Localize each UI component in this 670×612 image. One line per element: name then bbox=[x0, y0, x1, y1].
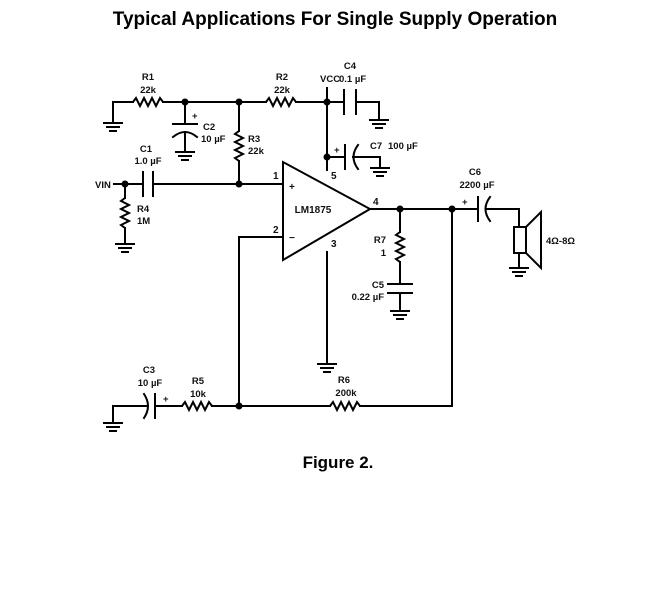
resistor-r3 bbox=[232, 130, 246, 162]
ground-symbol-c3 bbox=[103, 422, 123, 432]
speaker-impedance-label: 4Ω-8Ω bbox=[546, 236, 575, 247]
speaker-icon bbox=[509, 209, 542, 277]
vin-label: VIN bbox=[95, 180, 111, 191]
pin4-label: 4 bbox=[373, 197, 379, 208]
c3-plus: + bbox=[163, 394, 169, 405]
op-amp-lm1875 bbox=[282, 160, 373, 262]
r7-value: 1 bbox=[381, 248, 387, 259]
r7-label: R7 bbox=[374, 235, 386, 246]
node-bottom bbox=[235, 402, 243, 410]
c5-label: C5 bbox=[372, 280, 385, 291]
plus-input-label: + bbox=[289, 182, 295, 193]
wire-pin2 bbox=[238, 236, 284, 407]
r3-label: R3 bbox=[248, 134, 260, 145]
vcc-label: VCC bbox=[320, 74, 340, 85]
r2-label: R2 bbox=[276, 72, 288, 83]
capacitor-c2 bbox=[171, 101, 199, 161]
c3-value: 10 µF bbox=[138, 378, 163, 389]
pin5-label: 5 bbox=[331, 171, 337, 182]
pin2-label: 2 bbox=[273, 225, 279, 236]
c2-value: 10 µF bbox=[201, 134, 226, 145]
c2-label: C2 bbox=[203, 122, 215, 133]
c6-plus: + bbox=[462, 197, 468, 208]
c1-label: C1 bbox=[140, 144, 153, 155]
r4-value: 1M bbox=[137, 216, 150, 227]
resistor-r6 bbox=[329, 399, 361, 413]
c4-value: 0.1 µF bbox=[339, 74, 366, 85]
resistor-r7 bbox=[393, 231, 407, 263]
ground-symbol-r4 bbox=[115, 243, 135, 253]
resistor-r5 bbox=[181, 399, 213, 413]
r6-label: R6 bbox=[338, 375, 350, 386]
wire-c3-ground bbox=[112, 405, 148, 424]
c7-label: C7 bbox=[370, 141, 382, 152]
c6-label: C6 bbox=[469, 167, 481, 178]
c6-value: 2200 µF bbox=[459, 180, 494, 191]
resistor-r1 bbox=[132, 95, 164, 109]
wire-speaker bbox=[485, 208, 520, 228]
c7-plus: + bbox=[334, 145, 340, 156]
resistor-r2 bbox=[265, 95, 297, 109]
figure-caption: Figure 2. bbox=[302, 453, 374, 472]
r3-value: 22k bbox=[248, 146, 265, 157]
r1-label: R1 bbox=[142, 72, 155, 83]
node-vcc bbox=[323, 98, 331, 106]
r4-label: R4 bbox=[137, 204, 150, 215]
ground-symbol-pin3 bbox=[317, 363, 337, 373]
ground-symbol-r1 bbox=[103, 101, 123, 132]
c7-value: 100 µF bbox=[388, 141, 418, 152]
r6-value: 200k bbox=[335, 388, 357, 399]
minus-input-label: − bbox=[289, 233, 295, 244]
r5-label: R5 bbox=[192, 376, 205, 387]
c2-plus: + bbox=[192, 111, 198, 122]
r1-value: 22k bbox=[140, 85, 157, 96]
ic-label: LM1875 bbox=[295, 205, 332, 216]
resistor-r4 bbox=[118, 197, 132, 229]
pin1-label: 1 bbox=[273, 171, 279, 182]
node-c7 bbox=[323, 153, 331, 161]
wire-feedback bbox=[359, 208, 453, 407]
pin3-label: 3 bbox=[331, 239, 337, 250]
capacitor-c4 bbox=[343, 89, 389, 129]
c3-label: C3 bbox=[143, 365, 155, 376]
c5-value: 0.22 µF bbox=[352, 292, 385, 303]
capacitor-c5 bbox=[387, 283, 413, 320]
c1-value: 1.0 µF bbox=[134, 156, 161, 167]
r5-value: 10k bbox=[190, 389, 207, 400]
capacitor-c1 bbox=[142, 171, 154, 197]
r2-value: 22k bbox=[274, 85, 291, 96]
page-title: Typical Applications For Single Supply O… bbox=[112, 9, 558, 30]
capacitor-c7 bbox=[326, 143, 390, 177]
c4-label: C4 bbox=[344, 61, 357, 72]
